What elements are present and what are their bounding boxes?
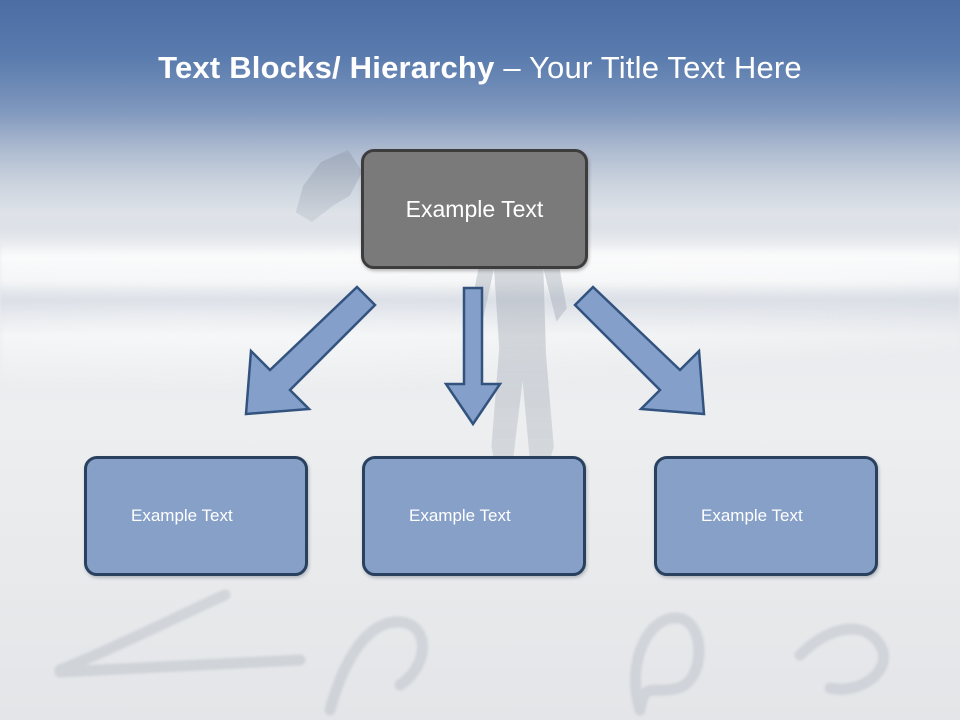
slide-title-light: Your Title Text Here	[529, 50, 802, 85]
hierarchy-child-box-1[interactable]: Example Text	[84, 456, 308, 576]
hierarchy-child-label-1: Example Text	[131, 506, 233, 525]
hierarchy-root-box[interactable]: Example Text	[361, 149, 588, 269]
hierarchy-child-label-3: Example Text	[701, 506, 803, 525]
background-sand-writing	[0, 560, 960, 720]
slide-title: Text Blocks/ Hierarchy – Your Title Text…	[0, 50, 960, 86]
hierarchy-child-box-3[interactable]: Example Text	[654, 456, 878, 576]
slide-title-bold: Text Blocks/ Hierarchy	[158, 50, 504, 85]
slide-title-separator: –	[503, 50, 530, 85]
hierarchy-child-label-2: Example Text	[409, 506, 511, 525]
hierarchy-root-label: Example Text	[405, 195, 544, 222]
hierarchy-child-box-2[interactable]: Example Text	[362, 456, 586, 576]
